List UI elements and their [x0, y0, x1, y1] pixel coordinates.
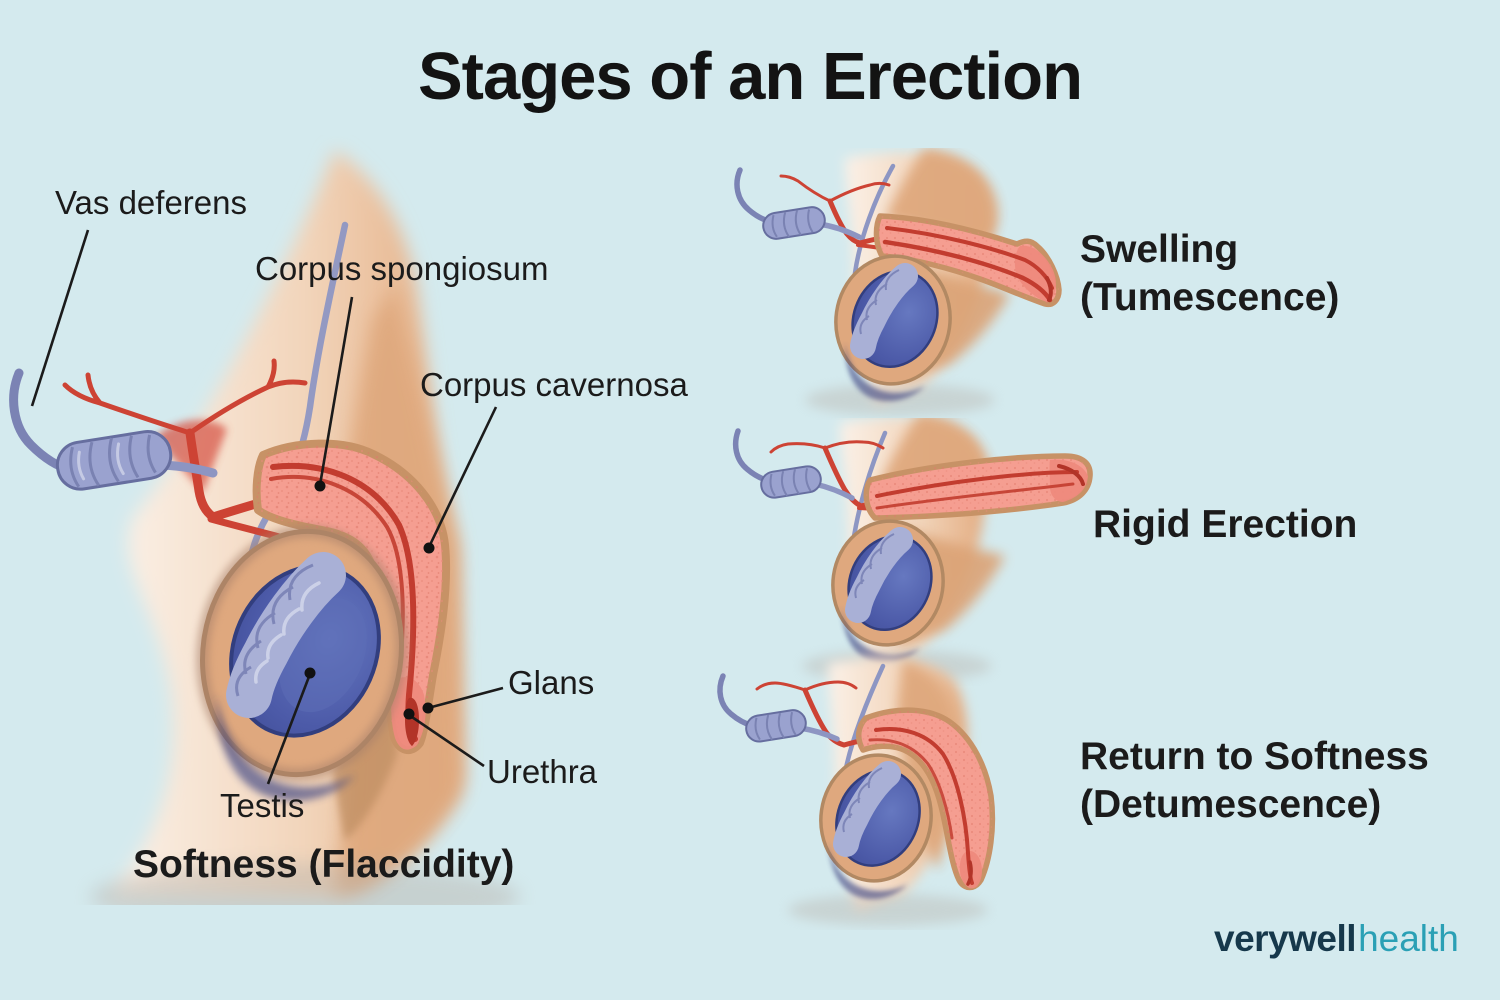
- stage-label-detumescence-line2: (Detumescence): [1080, 782, 1382, 826]
- label-vas-deferens: Vas deferens: [55, 184, 248, 221]
- illustration-detumescence-anatomy: [717, 658, 996, 926]
- stage-label-detumescence-line1: Return to Softness: [1080, 735, 1429, 778]
- label-testis: Testis: [220, 787, 305, 824]
- scrotum: [834, 254, 952, 402]
- stage-label-rigid: Rigid Erection: [1093, 503, 1358, 546]
- illustration-swelling-anatomy: [734, 148, 1062, 416]
- epididymis: [833, 761, 901, 857]
- scrotum: [831, 519, 945, 664]
- stage-label-swelling: Swelling (Tumescence): [1080, 226, 1339, 321]
- glans: [1049, 459, 1088, 502]
- page-title: Stages of an Erection: [417, 39, 1083, 114]
- epididymis: [845, 527, 913, 623]
- ground-shadow: [90, 863, 520, 905]
- penis-rigid: [863, 453, 1093, 521]
- stage-label-flaccid: Softness (Flaccidity): [133, 843, 515, 886]
- logo-brand: verywell: [1214, 918, 1357, 959]
- stage-label-swelling-line2: (Tumescence): [1080, 275, 1340, 319]
- label-urethra: Urethra: [487, 753, 598, 790]
- label-corpus-cavernosa: Corpus cavernosa: [420, 366, 688, 403]
- vas-deferens: [717, 673, 840, 743]
- stage-label-detumescence: Return to Softness (Detumescence): [1080, 733, 1429, 828]
- label-glans: Glans: [508, 664, 595, 701]
- urethra-line: [874, 727, 974, 885]
- penis-swelling: [873, 213, 1062, 308]
- logo-suffix: health: [1358, 918, 1459, 959]
- epididymis: [226, 552, 346, 718]
- vas-deferens: [9, 368, 218, 491]
- epididymis: [850, 263, 918, 359]
- label-corpus-spongiosum: Corpus spongiosum: [255, 250, 549, 287]
- vas-deferens: [733, 428, 855, 501]
- urethra-line: [875, 482, 1075, 510]
- scrotum: [819, 753, 933, 900]
- stage-label-swelling-line1: Swelling: [1080, 228, 1239, 271]
- verywell-health-logo: verywellhealth: [1214, 918, 1459, 960]
- penis-detumescence: [856, 707, 996, 891]
- urethra-line: [882, 239, 1053, 303]
- vas-deferens: [734, 167, 862, 240]
